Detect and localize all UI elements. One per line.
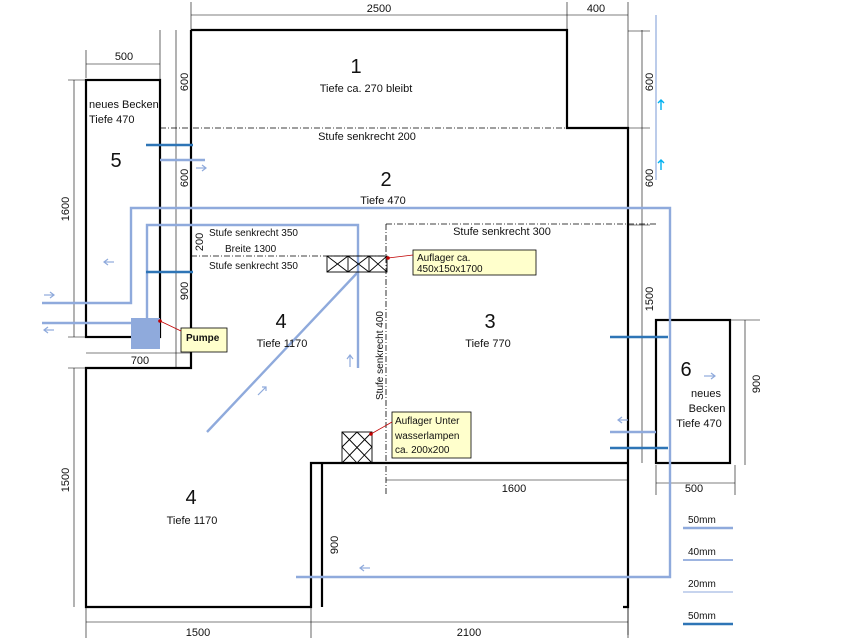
arrow-up-icon	[657, 159, 665, 170]
zone-4a-number: 4	[275, 311, 286, 333]
dimension-lines	[68, 2, 760, 638]
zone-1-depth: Tiefe ca. 270 bleibt	[320, 83, 413, 95]
arrow-left-icon	[103, 258, 114, 266]
arrow-diag-icon	[257, 386, 267, 396]
pump	[131, 318, 160, 349]
dim-bottom-700: 700	[131, 355, 149, 367]
dim-mid-1600: 1600	[502, 483, 526, 495]
callout-auflager-2-line3: ca. 200x200	[395, 445, 450, 456]
arrow-left-icon	[359, 564, 370, 572]
dim-bottom-2100: 2100	[457, 627, 481, 639]
arrow-right-icon	[196, 164, 207, 172]
support-lamps	[341, 431, 373, 464]
callout-auflager-1-line1: Auflager ca.	[417, 253, 470, 264]
dim-left-500: 500	[115, 51, 133, 63]
zone-6-label-3: Tiefe 470	[676, 418, 721, 430]
callout-pump: Pumpe	[158, 319, 228, 353]
zone-5-label-1: neues Becken	[89, 99, 159, 111]
pool-walls	[84, 28, 732, 609]
callout-auflager-2-line1: Auflager Unter	[395, 416, 460, 427]
flow-arrows	[43, 164, 716, 572]
dim-v-200: 200	[194, 233, 206, 251]
legend-label-3: 20mm	[688, 579, 716, 590]
callout-auflager-2: Auflager Unter wasserlampen ca. 200x200	[369, 411, 472, 459]
step-label-breite: Breite 1300	[225, 244, 277, 255]
dim-v-600b: 600	[179, 169, 191, 187]
dim-mid-900: 900	[329, 536, 341, 554]
zone-5-label-2: Tiefe 470	[89, 114, 134, 126]
zone-4b-depth: Tiefe 1170	[167, 515, 218, 527]
dim-left-1600: 1600	[60, 197, 72, 221]
dim-left-1500: 1500	[60, 468, 72, 492]
dim-right-600b: 600	[644, 169, 656, 187]
cyan-arrows	[657, 99, 665, 170]
zone-3-depth: Tiefe 770	[465, 338, 510, 350]
step-label-350b: Stufe senkrecht 350	[209, 261, 298, 272]
legend-label-4: 50mm	[688, 611, 716, 622]
step-label-300: Stufe senkrecht 300	[453, 226, 551, 238]
zone-3-number: 3	[484, 311, 495, 333]
arrow-right-icon	[704, 372, 716, 380]
callout-auflager-2-line2: wasserlampen	[394, 431, 459, 442]
dim-right-600a: 600	[644, 73, 656, 91]
legend-label-2: 40mm	[688, 547, 716, 558]
dim-top-400: 400	[587, 3, 605, 15]
dim-right-1500: 1500	[644, 287, 656, 311]
arrow-left-icon	[43, 326, 54, 334]
step-label-200: Stufe senkrecht 200	[318, 131, 416, 143]
zone-5-number: 5	[110, 150, 121, 172]
zone-2-number: 2	[380, 169, 391, 191]
arrow-up-icon	[346, 354, 354, 367]
callout-auflager-1: Auflager ca. 450x150x1700	[386, 249, 537, 276]
zone-6-label-2: Becken	[689, 403, 726, 415]
dim-right-900: 900	[751, 375, 763, 393]
pipes-light	[42, 158, 672, 579]
dim-v-900: 900	[179, 282, 191, 300]
arrow-up-icon	[657, 99, 665, 110]
dim-right-500: 500	[685, 483, 703, 495]
zone-6-number: 6	[680, 359, 691, 381]
pipe-legend: 50mm 40mm 20mm 50mm	[683, 515, 733, 626]
zone-6-label-1: neues	[691, 388, 721, 400]
legend-label-1: 50mm	[688, 515, 716, 526]
dim-v-600a: 600	[179, 73, 191, 91]
zone-2-depth: Tiefe 470	[360, 195, 405, 207]
zone-4b-number: 4	[185, 487, 196, 509]
support-beam	[326, 255, 388, 273]
dim-bottom-1500: 1500	[186, 627, 210, 639]
zone-1-number: 1	[350, 56, 361, 78]
dim-top-2500: 2500	[367, 3, 391, 15]
callout-auflager-1-line2: 450x150x1700	[417, 264, 483, 275]
step-label-350a: Stufe senkrecht 350	[209, 228, 298, 239]
zone-4a-depth: Tiefe 1170	[257, 338, 308, 350]
step-label-400: Stufe senkrecht 400	[375, 311, 386, 400]
arrow-right-icon	[44, 291, 55, 299]
callout-pump-label: Pumpe	[186, 333, 220, 344]
arrow-left-icon	[617, 416, 628, 424]
pipes-dark	[146, 143, 668, 450]
